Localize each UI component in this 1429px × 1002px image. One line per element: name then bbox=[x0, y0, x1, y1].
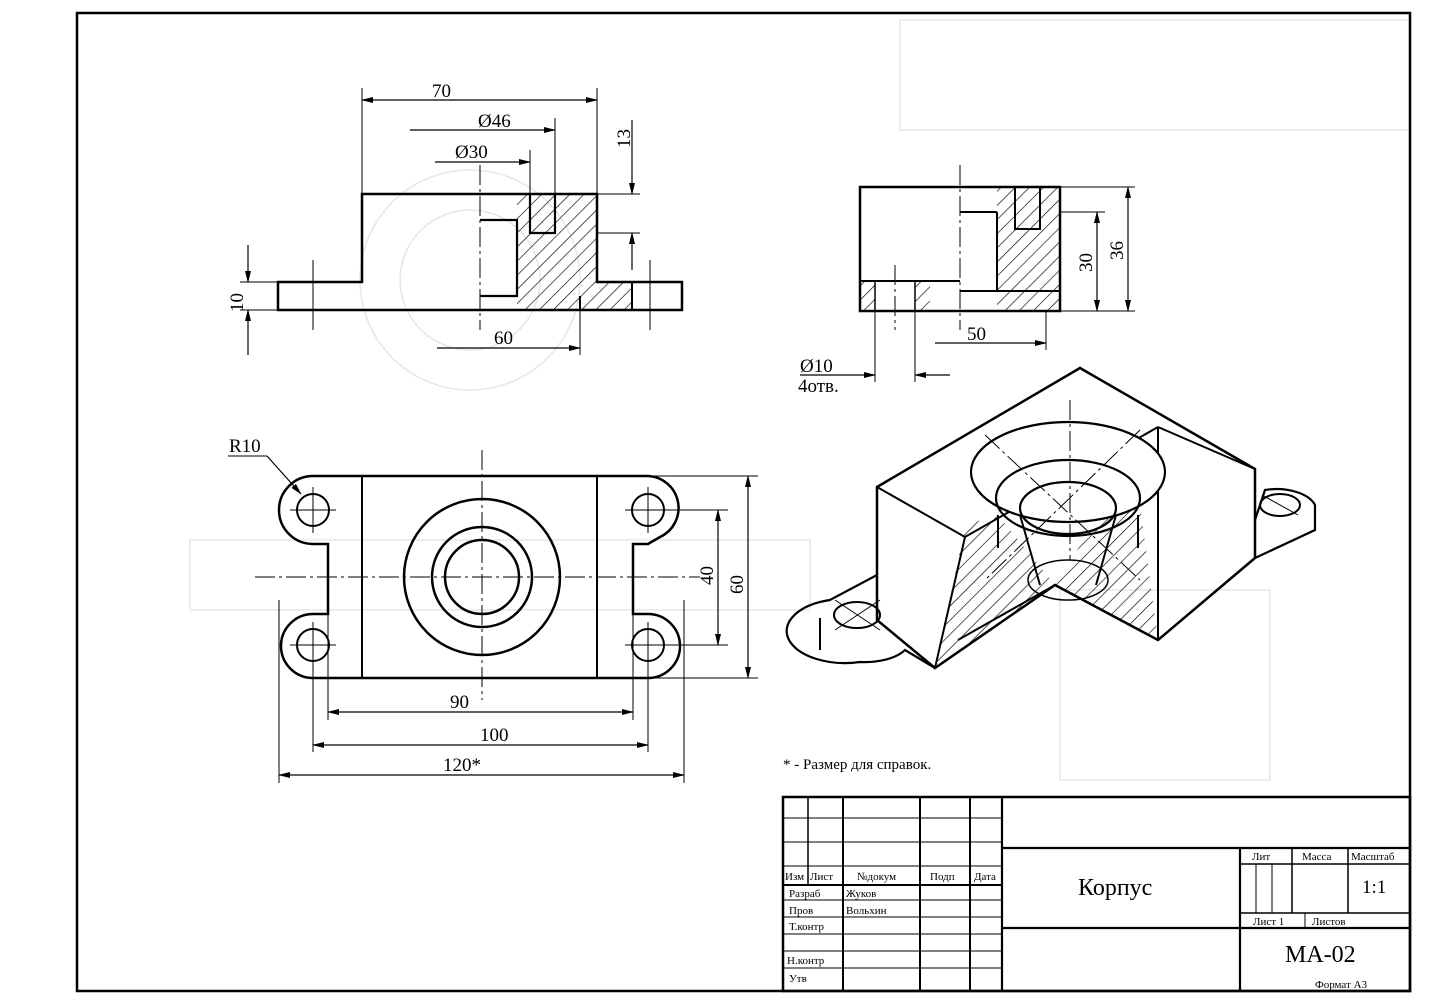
dim-4-holes: 4отв. bbox=[798, 376, 839, 397]
top-view-labels: R10 40 60 90 100 120* bbox=[229, 436, 748, 776]
dim-120: 120* bbox=[443, 755, 481, 776]
dim-36: 36 bbox=[1107, 241, 1128, 260]
tb-col-sign: Подп bbox=[930, 871, 955, 883]
tb-name-prov: Вольхин bbox=[846, 905, 887, 917]
dim-70: 70 bbox=[432, 81, 451, 102]
dim-100: 100 bbox=[480, 725, 509, 746]
tb-lit: Лит bbox=[1252, 851, 1270, 863]
tb-row-tkontr: Т.контр bbox=[789, 921, 824, 933]
part-title: Корпус bbox=[1078, 875, 1152, 901]
tb-row-prov: Пров bbox=[789, 905, 813, 917]
isometric-view bbox=[785, 366, 1317, 670]
tb-name-razrab: Жуков bbox=[846, 888, 876, 900]
dim-d10: Ø10 bbox=[800, 356, 833, 377]
dim-d30: Ø30 bbox=[455, 142, 488, 163]
tb-row-razrab: Разраб bbox=[789, 888, 821, 900]
tb-sheet-no: Лист 1 bbox=[1253, 916, 1284, 928]
dim-90: 90 bbox=[450, 692, 469, 713]
top-view bbox=[228, 450, 758, 783]
dim-r10: R10 bbox=[229, 436, 261, 457]
tb-massa: Масса bbox=[1302, 851, 1332, 863]
tb-masshtab: Масштаб bbox=[1351, 851, 1395, 863]
side-view: 30 36 50 Ø10 4отв. bbox=[798, 165, 1135, 397]
dim-50: 50 bbox=[967, 324, 986, 345]
title-block-text: Изм Лист №докум Подп Дата Разраб Жуков П… bbox=[785, 851, 1395, 991]
dim-30-side: 30 bbox=[1076, 253, 1097, 272]
dim-13: 13 bbox=[614, 129, 635, 148]
tb-row-utv: Утв bbox=[789, 973, 807, 985]
tb-col-doc: №докум bbox=[857, 871, 896, 883]
drawing-designation: МА-02 bbox=[1285, 942, 1356, 968]
front-view: 70 Ø46 Ø30 13 10 60 bbox=[227, 81, 684, 355]
reference-note: * - Размер для справок. bbox=[783, 757, 931, 773]
sheet-format: Формат А3 bbox=[1315, 979, 1368, 991]
dim-10: 10 bbox=[227, 293, 248, 312]
tb-col-list: Лист bbox=[810, 871, 833, 883]
dim-60-top: 60 bbox=[727, 575, 748, 594]
title-block bbox=[781, 795, 1412, 993]
tb-col-izm: Изм bbox=[785, 871, 804, 883]
tb-sheets: Листов bbox=[1312, 916, 1346, 928]
dim-40: 40 bbox=[697, 566, 718, 585]
drawing-frame bbox=[75, 11, 1412, 993]
background-ghost bbox=[189, 19, 1411, 781]
dim-60-front: 60 bbox=[494, 328, 513, 349]
dim-d46: Ø46 bbox=[478, 111, 511, 132]
tb-col-date: Дата bbox=[974, 871, 996, 883]
tb-row-nkontr: Н.контр bbox=[787, 955, 825, 967]
tb-scale-value: 1:1 bbox=[1362, 877, 1386, 898]
